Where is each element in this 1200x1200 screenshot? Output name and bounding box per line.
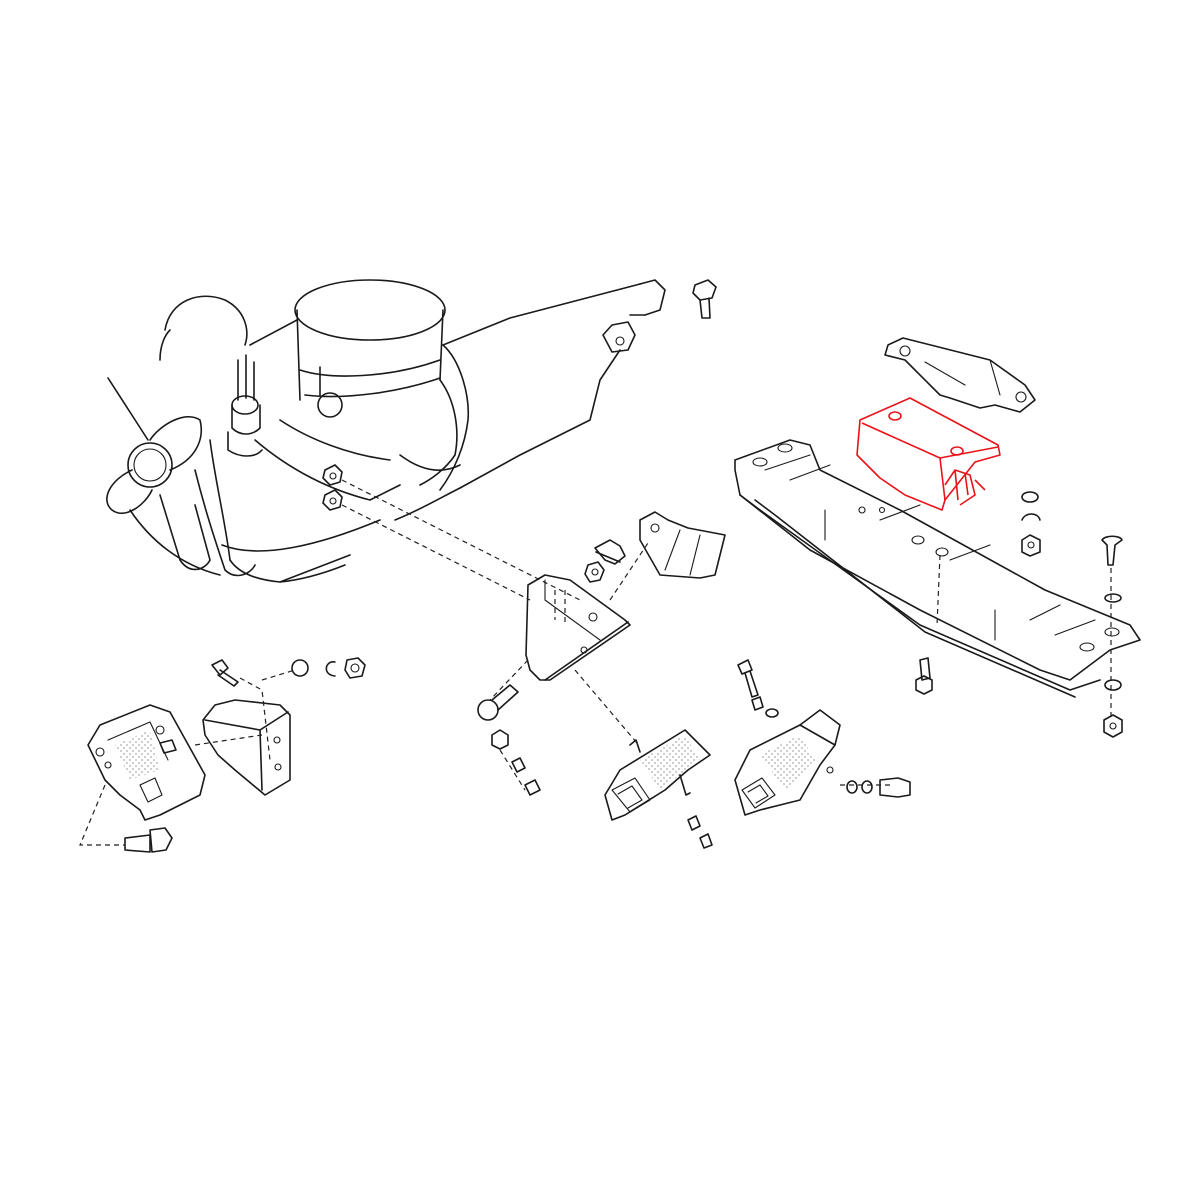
- mount-boss-icon: [322, 464, 343, 511]
- transmission-mount-insulator[interactable]: [856, 397, 1001, 511]
- stud-nut-icon[interactable]: [687, 815, 713, 849]
- bolt-icon[interactable]: [594, 539, 626, 565]
- center-bracket[interactable]: [525, 574, 631, 681]
- bolt-icon[interactable]: [915, 657, 933, 695]
- crossmember[interactable]: [734, 439, 1141, 698]
- crossmember-bolt-stack-icon[interactable]: [1101, 535, 1123, 738]
- bolt-icon[interactable]: [692, 279, 717, 319]
- tail-bracket-icon: [602, 321, 636, 353]
- rear-bracket-top[interactable]: [884, 337, 1036, 413]
- cooling-fan-icon: [106, 377, 211, 571]
- air-cleaner-icon: [294, 279, 446, 418]
- nut-icon[interactable]: [584, 561, 605, 583]
- bolt-icon[interactable]: [737, 659, 779, 718]
- washer-nut-row-icon[interactable]: [291, 657, 366, 679]
- bolt-icon[interactable]: [211, 659, 239, 687]
- bolt-icon[interactable]: [124, 827, 173, 853]
- washer-bolt-stack-icon[interactable]: [840, 777, 911, 798]
- bolt-icon[interactable]: [477, 684, 519, 721]
- left-mount[interactable]: [87, 704, 206, 821]
- washer-nut-stack-icon[interactable]: [1021, 491, 1041, 557]
- distributor-icon: [227, 354, 263, 457]
- right-mount-b[interactable]: [734, 709, 841, 816]
- engine-transmission-assembly[interactable]: [106, 279, 666, 583]
- nut-washer-stack-icon[interactable]: [491, 729, 541, 796]
- left-bracket[interactable]: [202, 699, 291, 796]
- right-mount-a[interactable]: [604, 729, 711, 821]
- heat-shield[interactable]: [639, 511, 726, 579]
